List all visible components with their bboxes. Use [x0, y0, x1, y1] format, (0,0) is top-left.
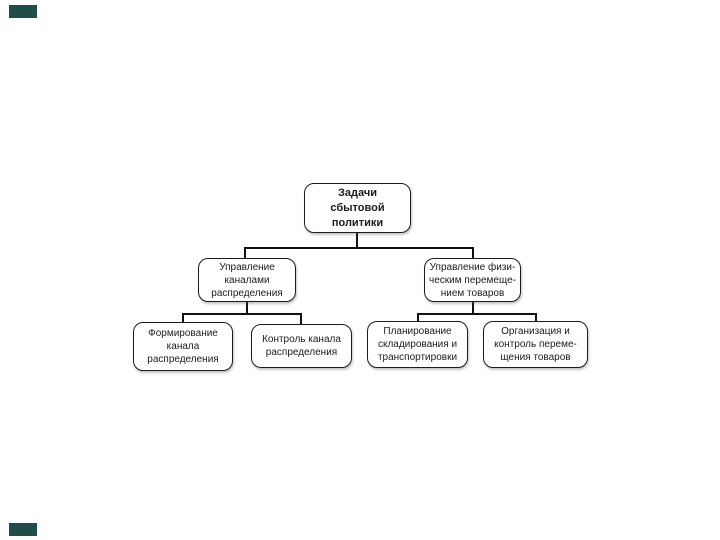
connector-left-branch-stem — [246, 301, 248, 315]
connector-left-drop-1 — [182, 313, 184, 323]
diagram-node-channel-formation: Формирование канала распределения — [133, 322, 233, 371]
slide-accent-bar-top-left — [9, 5, 37, 18]
node-text-line: Планирование — [383, 326, 452, 337]
node-text-line: Управление физи- — [429, 261, 516, 273]
connector-right-drop-1 — [417, 313, 419, 322]
connector-right-horizontal — [417, 313, 537, 315]
node-text-line: щения товаров — [500, 352, 571, 363]
node-text-line: сбытовой — [330, 201, 385, 214]
connector-right-drop-2 — [535, 313, 537, 322]
slide-accent-bar-bottom-left — [9, 523, 37, 536]
node-text-line: распределения — [147, 354, 219, 365]
connector-right-branch-stem — [472, 301, 474, 315]
node-text-line: складирования и — [377, 339, 458, 350]
connector-level2-drop-left — [244, 247, 246, 259]
connector-level2-drop-right — [472, 247, 474, 259]
connector-level2-horizontal — [244, 247, 474, 249]
connector-left-drop-2 — [300, 313, 302, 325]
diagram-node-warehousing-planning: Планирование складирования и транспортир… — [367, 321, 468, 368]
node-text-line: Задачи — [338, 186, 377, 199]
diagram-node-root: Задачи сбытовой политики — [304, 183, 411, 233]
node-text-line: ческим перемеще- — [429, 274, 516, 286]
connector-left-horizontal — [182, 313, 302, 315]
node-text-line: Организация и — [501, 326, 570, 337]
node-text-line: Управление — [219, 261, 275, 273]
node-text-line: канала — [166, 341, 200, 352]
node-text-line: транспортировки — [377, 352, 458, 363]
node-text-line: распределения — [265, 347, 338, 358]
connector-root-stem — [356, 233, 358, 248]
node-text-line: каналами — [224, 274, 270, 286]
node-text-line: политики — [331, 216, 384, 229]
node-text-line: нием товаров — [440, 287, 505, 299]
diagram-node-physical-movement-management: Управление физи- ческим перемеще- нием т… — [424, 258, 521, 302]
node-text-line: Контроль канала — [262, 334, 341, 345]
diagram-node-channel-control: Контроль канала распределения — [251, 324, 352, 368]
diagram-node-movement-control: Организация и контроль переме- щения тов… — [483, 321, 588, 368]
node-text-line: контроль переме- — [494, 339, 577, 350]
node-text-line: Формирование — [148, 328, 218, 339]
diagram-node-channel-management: Управление каналами распределения — [198, 258, 296, 302]
node-text-line: распределения — [211, 287, 283, 299]
